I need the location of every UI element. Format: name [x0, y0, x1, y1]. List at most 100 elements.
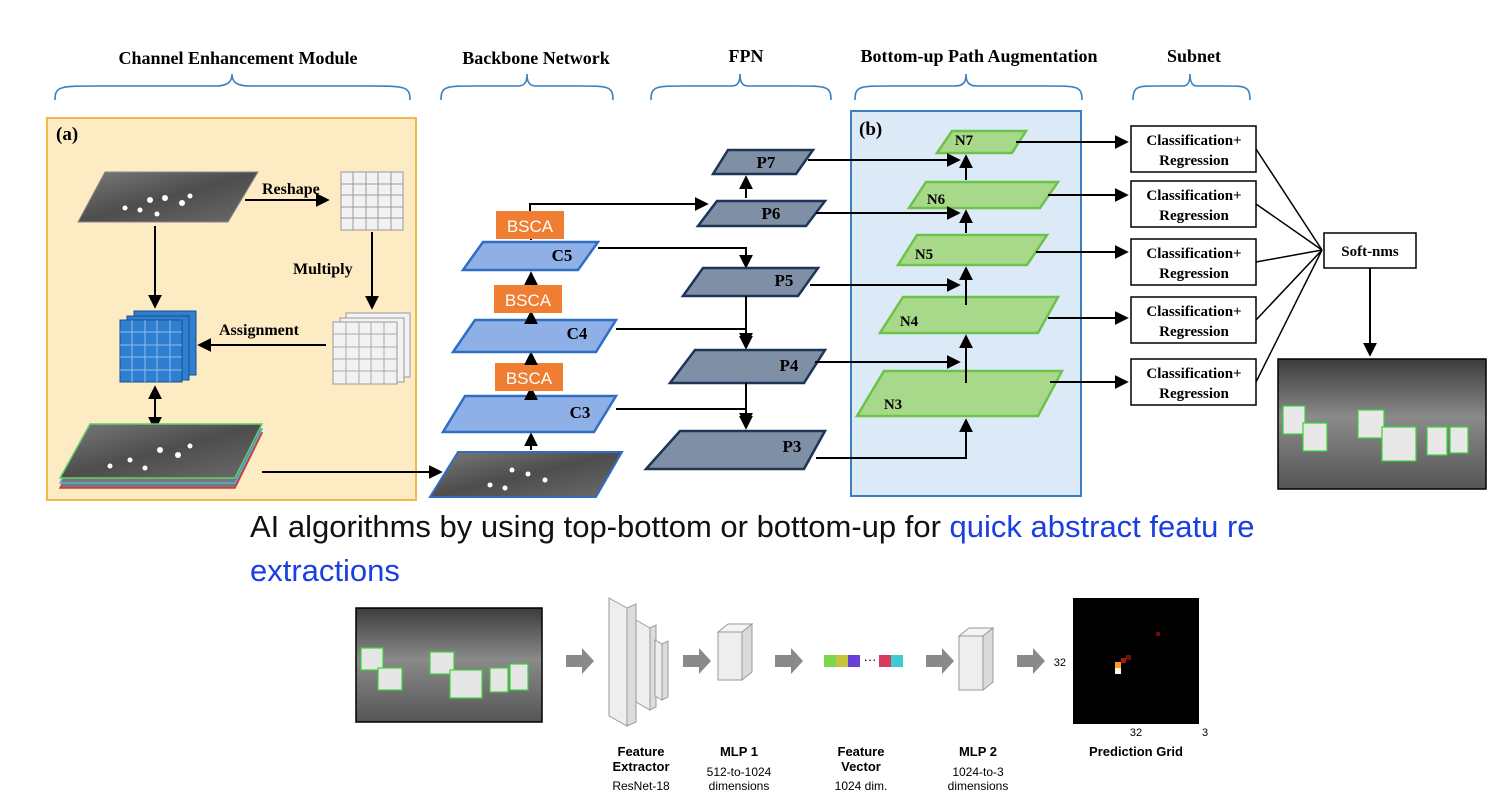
layer-c4: [450, 318, 619, 354]
feature-vector-bar: ···: [824, 652, 903, 667]
grid-axis-z: 3: [1202, 727, 1208, 739]
svg-text:Regression: Regression: [1159, 153, 1229, 169]
subnet-box-5: Classification+ Regression: [1130, 358, 1257, 406]
fv-title-1: Feature: [838, 744, 885, 759]
label-c4: C4: [567, 324, 588, 343]
svg-text:Regression: Regression: [1159, 266, 1229, 282]
label-p4: P4: [780, 356, 799, 375]
label-n7: N7: [955, 133, 974, 149]
fe-sub: ResNet-18: [612, 779, 670, 793]
feature-extractor-block: [608, 597, 669, 727]
panel-b-tag: (b): [859, 119, 882, 140]
label-c5: C5: [552, 246, 573, 265]
label-p3: P3: [783, 437, 802, 456]
prediction-grid-image: [1073, 598, 1199, 724]
label-n6: N6: [927, 192, 946, 208]
header-fpn: FPN: [729, 46, 764, 66]
label-p6: P6: [762, 204, 781, 223]
bsca-label-2: BSCA: [505, 291, 552, 310]
mlp1-cube: [716, 622, 754, 682]
label-reshape: Reshape: [262, 181, 320, 198]
brace-channel: [54, 73, 411, 101]
svg-text:Classification+: Classification+: [1146, 304, 1241, 320]
svg-text:Classification+: Classification+: [1146, 366, 1241, 382]
blue-cube-stack: [119, 310, 197, 383]
label-assignment: Assignment: [219, 322, 300, 339]
panel-a-tag: (a): [56, 124, 78, 145]
bsca-block-3: [495, 363, 563, 391]
layer-n6: [906, 180, 1061, 210]
thermal-image-top: [77, 171, 259, 223]
bsca-block-2: [494, 285, 562, 313]
label-p5: P5: [775, 271, 794, 290]
header-bottom-up: Bottom-up Path Augmentation: [860, 46, 1097, 66]
brace-bottom-up: [854, 73, 1083, 101]
mlp2-title: MLP 2: [959, 744, 997, 759]
flow-arrow-3: [775, 648, 803, 674]
softnms-label: Soft-nms: [1341, 244, 1399, 260]
pipeline-input-image: [355, 607, 543, 723]
softnms-box: [1323, 232, 1417, 269]
fe-title-1: Feature: [618, 744, 665, 759]
layer-c3: [440, 394, 619, 434]
fv-sub: 1024 dim.: [835, 779, 888, 793]
flow-arrow-2: [683, 648, 711, 674]
svg-text:Classification+: Classification+: [1146, 188, 1241, 204]
label-p7: P7: [757, 153, 776, 172]
label-c3: C3: [570, 403, 591, 422]
svg-text:Regression: Regression: [1159, 386, 1229, 402]
svg-text:Regression: Regression: [1159, 208, 1229, 224]
header-channel-enhancement: Channel Enhancement Module: [118, 48, 357, 68]
subnet: Classification+ Regression Classificatio…: [1130, 125, 1487, 490]
multiply-stack: [332, 312, 411, 385]
bsca-label-3: BSCA: [506, 369, 553, 388]
subnet-box-2: Classification+ Regression: [1130, 180, 1257, 228]
layer-n7: [934, 129, 1029, 155]
label-n5: N5: [915, 247, 933, 263]
svg-text:Classification+: Classification+: [1146, 133, 1241, 149]
prediction-grid-title: Prediction Grid: [1089, 744, 1183, 759]
fpn: P7 P6 P5 P4 P3: [643, 148, 828, 471]
layer-p5: [680, 266, 821, 298]
label-n4: N4: [900, 314, 919, 330]
mlp1-sub-2: dimensions: [709, 779, 770, 793]
layer-p4: [667, 348, 828, 385]
layer-n5: [895, 233, 1050, 267]
brace-fpn: [650, 73, 832, 101]
mlp2-sub-1: 1024-to-3: [952, 765, 1004, 779]
svg-text:Regression: Regression: [1159, 324, 1229, 340]
caption-text: AI algorithms by using top-bottom or bot…: [250, 505, 1370, 593]
mlp2-cube: [957, 626, 995, 692]
flow-arrow-5: [1017, 648, 1045, 674]
mlp1-sub-1: 512-to-1024: [707, 765, 772, 779]
caption-highlight: quick abstract featu re extractions: [250, 509, 1255, 588]
layer-c5: [460, 240, 601, 272]
fe-title-2: Extractor: [612, 759, 669, 774]
brace-backbone: [440, 73, 614, 101]
layer-p3: [643, 429, 828, 471]
mlp1-title: MLP 1: [720, 744, 758, 759]
bsca-label-1: BSCA: [507, 217, 554, 236]
header-backbone: Backbone Network: [462, 48, 610, 68]
subnet-box-1: Classification+ Regression: [1130, 125, 1257, 173]
detection-output-image: [1277, 358, 1487, 490]
layer-p7: [710, 148, 816, 176]
subnet-box-3: Classification+ Regression: [1130, 238, 1257, 286]
fv-title-2: Vector: [841, 759, 881, 774]
feature-vector-dots: ···: [864, 652, 877, 667]
layer-n4: [877, 295, 1061, 335]
brace-subnet: [1132, 73, 1251, 101]
thermal-stack-bottom: [58, 423, 264, 489]
svg-text:Classification+: Classification+: [1146, 246, 1241, 262]
header-subnet: Subnet: [1167, 46, 1221, 66]
grid-axis-y: 32: [1054, 657, 1066, 669]
caption-main: AI algorithms by using top-bottom or bot…: [250, 509, 950, 544]
mlp2-sub-2: dimensions: [948, 779, 1009, 793]
section-headers: Channel Enhancement Module Backbone Netw…: [54, 46, 1251, 101]
panel-a: (a) Reshape Multiply: [46, 117, 443, 501]
bottom-pipeline: ··· 32 32 3 Feature Extractor ResNet-18: [355, 597, 1208, 793]
bsca-block-1: [496, 211, 564, 239]
label-n3: N3: [884, 397, 902, 413]
layer-n3: [854, 369, 1065, 418]
